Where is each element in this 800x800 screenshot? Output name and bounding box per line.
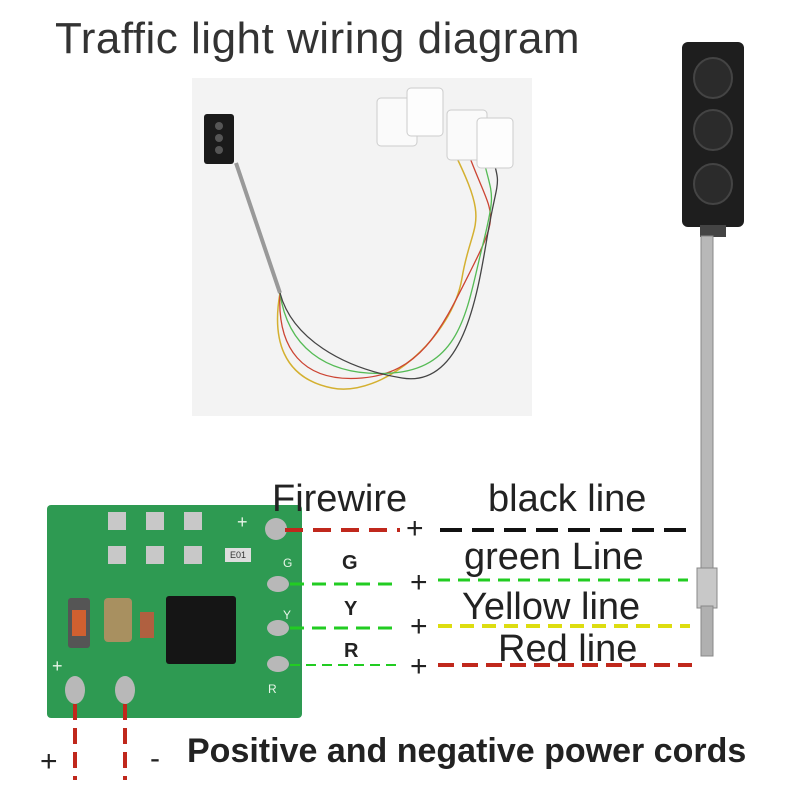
plus-sign-green: + <box>410 566 428 599</box>
wire-connectors <box>376 87 514 169</box>
pin-g-label: G <box>342 552 358 574</box>
pcb-board <box>47 505 302 718</box>
pcb-r-mark: R <box>268 682 277 696</box>
pin-y-label: Y <box>344 598 358 620</box>
firewire-label: Firewire <box>272 478 408 520</box>
yellow-line-label: Yellow line <box>462 586 641 628</box>
pcb-plus-left-mark: + <box>52 656 63 676</box>
page-title: Traffic light wiring diagram <box>55 14 581 63</box>
traffic-light-head <box>682 42 744 237</box>
pcb-chip-mark: E01 <box>230 550 247 560</box>
power-cords-caption: Positive and negative power cords <box>187 732 747 770</box>
pcb-g-mark: G <box>283 556 293 570</box>
traffic-light-pole <box>696 235 718 657</box>
small-traffic-light <box>204 114 282 294</box>
product-photo <box>192 78 532 416</box>
plus-sign-yellow: + <box>410 610 428 643</box>
pcb-y-mark: Y <box>283 608 292 622</box>
red-line-label: Red line <box>498 628 638 670</box>
pin-r-label: R <box>344 640 359 662</box>
plus-sign-black: + <box>406 512 424 545</box>
power-plus-label: + <box>40 745 58 778</box>
plus-sign-red: + <box>410 650 428 683</box>
black-line-label: black line <box>488 478 647 520</box>
green-line-label: green Line <box>464 536 644 578</box>
pcb-plus-mark: + <box>237 512 248 532</box>
power-minus-label: - <box>150 742 160 775</box>
